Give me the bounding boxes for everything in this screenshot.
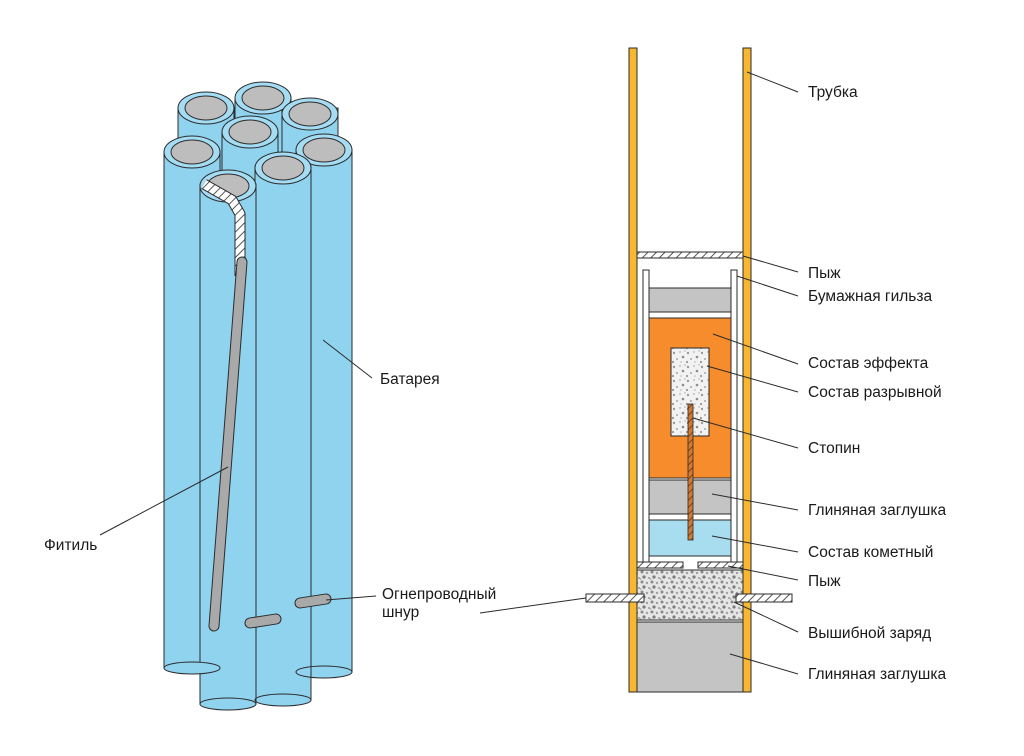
wick [201, 179, 248, 632]
label-clay-plug-lower: Глиняная заглушка [808, 666, 947, 683]
label-wick: Фитиль [44, 537, 98, 554]
label-burst-composition: Состав разрывной [808, 384, 942, 401]
label-clay-plug-upper: Глиняная заглушка [808, 502, 947, 519]
label-paper-sleeve: Бумажная гильза [808, 288, 933, 305]
label-wad-top: Пыж [808, 265, 841, 282]
right-leader-lines [479, 71, 799, 675]
label-wad-bottom: Пыж [808, 573, 841, 590]
label-lift-charge: Вышибной заряд [808, 625, 932, 642]
label-tube: Трубка [808, 84, 858, 101]
label-fire-cord-line1: Огнепроводный [382, 586, 497, 603]
label-effect-composition: Состав эффекта [808, 355, 929, 372]
fire-cord [244, 593, 332, 629]
battery-tube-tops [163, 81, 353, 203]
label-stopin: Стопин [808, 440, 861, 457]
shell-section [585, 47, 793, 693]
left-leader-lines [99, 339, 377, 601]
label-fire-cord-line2: шнур [382, 604, 420, 621]
label-comet-composition: Состав кометный [808, 544, 934, 561]
label-battery: Батарея [380, 371, 440, 388]
